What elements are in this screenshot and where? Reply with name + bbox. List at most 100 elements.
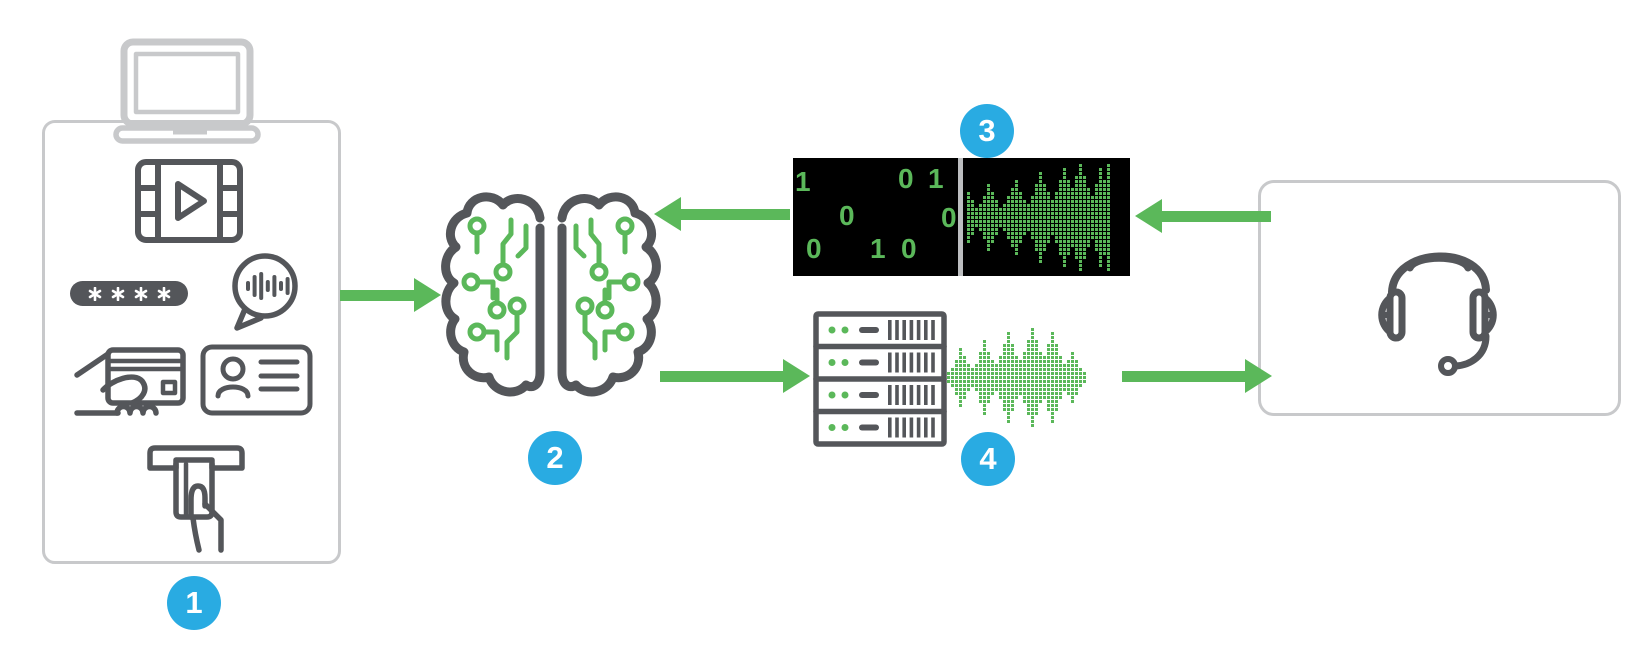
waveform-column <box>999 355 1002 399</box>
binary-digit: 1 <box>928 163 944 194</box>
waveform-column <box>1059 355 1062 399</box>
waveform-column <box>1043 355 1046 399</box>
waveform-column <box>1015 355 1018 399</box>
headset-icon <box>1378 252 1497 376</box>
laptop-icon <box>113 38 261 144</box>
waveform-column <box>1103 179 1106 255</box>
ai-brain-circuit-icon <box>441 192 661 397</box>
binary-digit: 1 <box>870 233 886 264</box>
waveform-column <box>1071 351 1074 403</box>
step-2-badge: 2 <box>528 431 582 485</box>
waveform-column <box>975 363 978 391</box>
arrow-head-icon <box>1135 199 1162 233</box>
waveform-column <box>987 351 990 403</box>
waveform-column <box>1039 351 1042 403</box>
arrow-head-icon <box>414 278 441 312</box>
voice-bars-icon <box>246 272 290 300</box>
waveform-column <box>1019 191 1022 243</box>
arrow-head-icon <box>783 359 810 393</box>
waveform-column <box>1003 203 1006 231</box>
waveform-column <box>1023 351 1026 403</box>
step-3-badge: 3 <box>960 104 1014 158</box>
video-player-icon <box>135 159 243 243</box>
waveform-column <box>1063 167 1066 267</box>
arrow-voice-to-headset <box>1122 359 1272 393</box>
waveform-column <box>1083 371 1086 383</box>
waveform-column <box>967 191 970 243</box>
arrow-headset-to-code <box>1135 199 1271 233</box>
waveform-column <box>1003 343 1006 411</box>
binary-digit: 0 <box>941 202 957 233</box>
waveform-column <box>1011 343 1014 411</box>
waveform-column <box>1071 187 1074 247</box>
waveform-column <box>1079 163 1082 271</box>
waveform-column <box>1011 187 1014 247</box>
asterisk-icon <box>134 286 147 301</box>
server-rack-icon <box>813 311 947 447</box>
waveform-column <box>1007 331 1010 423</box>
call-target-panel <box>1258 180 1621 416</box>
waveform-column <box>1091 195 1094 239</box>
waveform-column <box>1087 187 1090 247</box>
binary-digit: 1 <box>795 166 811 197</box>
waveform-column <box>955 359 958 395</box>
waveform-column <box>1007 195 1010 239</box>
waveform-column <box>1099 167 1102 267</box>
waveform-column <box>947 371 950 383</box>
waveform-column <box>1027 339 1030 415</box>
arrow-code-to-brain <box>654 197 790 231</box>
waveform-column <box>987 183 990 251</box>
id-card-icon <box>200 344 313 416</box>
waveform-column <box>983 195 986 239</box>
waveform-column <box>1023 199 1026 235</box>
digital-waveform-icon <box>967 158 1111 276</box>
arrow-source-to-brain <box>340 278 441 312</box>
synthesized-voice-waveform-icon <box>947 327 1087 427</box>
waveform-column <box>995 199 998 235</box>
waveform-column <box>1035 339 1038 415</box>
asterisk-icon <box>157 286 170 301</box>
binary-digit: 0 <box>806 233 822 264</box>
waveform-column <box>975 207 978 227</box>
waveform-column <box>1055 191 1058 243</box>
waveform-column <box>1067 359 1070 395</box>
arrow-head-icon <box>1245 359 1272 393</box>
waveform-column <box>1067 179 1070 255</box>
atm-card-insert-icon <box>147 445 245 553</box>
waveform-column <box>971 199 974 235</box>
waveform-column <box>1051 199 1054 235</box>
step-4-badge: 4 <box>961 432 1015 486</box>
waveform-column <box>1107 163 1110 271</box>
binary-digit: 0 <box>898 163 914 194</box>
brain-right-hemisphere <box>557 192 661 397</box>
waveform-column <box>971 367 974 387</box>
credit-card-hand-icon <box>74 347 186 416</box>
binary-digit: 0 <box>839 200 855 231</box>
brain-left-hemisphere <box>441 192 545 397</box>
waveform-column <box>1035 183 1038 251</box>
waveform-column <box>1031 195 1034 239</box>
waveform-column <box>983 339 986 415</box>
waveform-column <box>1031 327 1034 427</box>
voice-chat-bubble-icon <box>232 253 298 331</box>
binary-digit: 0 <box>901 233 917 264</box>
waveform-column <box>1019 359 1022 395</box>
waveform-column <box>959 347 962 407</box>
asterisk-icon <box>111 286 124 301</box>
waveform-column <box>1047 343 1050 411</box>
waveform-column <box>1015 179 1018 255</box>
waveform-column <box>995 363 998 391</box>
waveform-column <box>1043 183 1046 251</box>
password-asterisks-icon <box>70 281 188 306</box>
waveform-column <box>979 351 982 403</box>
waveform-column <box>1075 175 1078 259</box>
arrow-brain-to-server <box>660 359 810 393</box>
step-1-badge: 1 <box>167 576 221 630</box>
waveform-column <box>1079 367 1082 387</box>
waveform-column <box>1027 203 1030 231</box>
waveform-column <box>1039 171 1042 263</box>
arrow-head-icon <box>654 197 681 231</box>
waveform-column <box>991 191 994 243</box>
